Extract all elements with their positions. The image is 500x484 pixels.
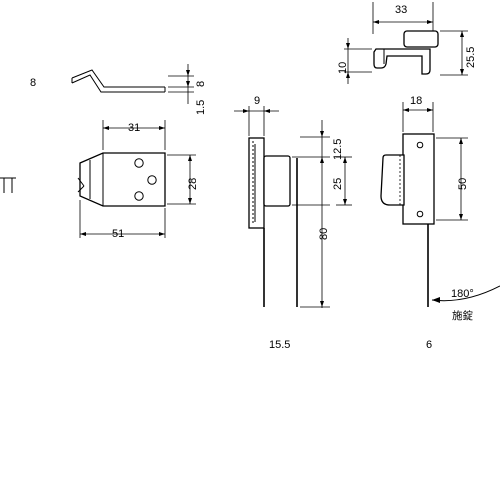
- dim-side-total: 80: [318, 228, 330, 240]
- label-bottom-left: 15.5: [269, 339, 290, 351]
- strike-plate-front-view: 31 28 51: [77, 120, 199, 240]
- dim-plate-bend-top: 8: [195, 81, 207, 87]
- dim-front-width: 18: [410, 95, 422, 107]
- rotation-angle: 180°: [451, 288, 474, 300]
- dim-plate-bend-bottom: 1.5: [195, 100, 207, 115]
- dim-strike-height: 28: [187, 178, 199, 190]
- rotation-note: 施錠: [452, 309, 473, 322]
- lever-front-view: 18 50 180° 施錠: [380, 95, 500, 322]
- label-plate-offset: 8: [30, 77, 36, 89]
- dim-strike-length: 51: [112, 228, 124, 240]
- dim-front-hole-pitch: 50: [457, 178, 469, 190]
- dim-side-body: 25: [332, 178, 344, 190]
- dim-top-width: 33: [395, 4, 407, 16]
- edge-marker: [0, 177, 16, 193]
- dim-side-top-offset: 12.5: [332, 139, 344, 160]
- dim-side-depth: 9: [254, 95, 260, 107]
- dim-strike-inner-width: 31: [128, 122, 140, 134]
- dim-lever-height: 25.5: [465, 47, 477, 68]
- bent-plate-side-view: 8 1.5: [71, 64, 207, 115]
- lever-side-view: 9 12.5 25 80: [234, 95, 352, 308]
- label-bottom-right: 6: [426, 339, 432, 351]
- dim-lever-thickness: 10: [337, 62, 349, 74]
- lever-top-view: 33 10 25.5: [337, 2, 477, 84]
